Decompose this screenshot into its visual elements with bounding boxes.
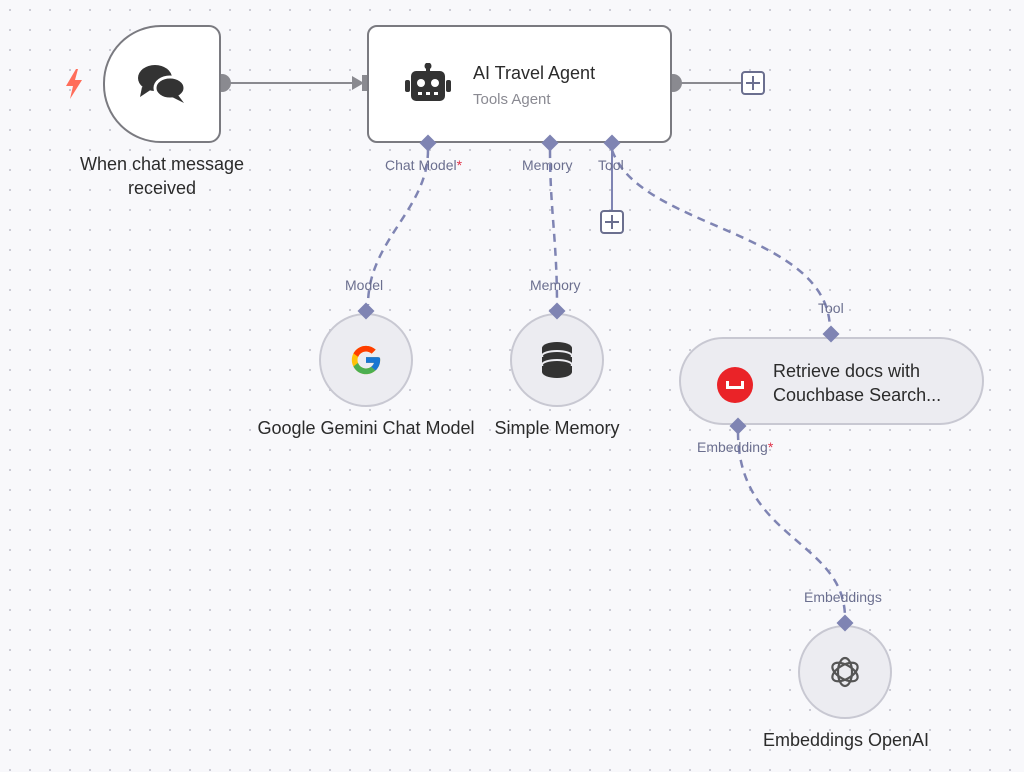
robot-icon <box>405 63 451 101</box>
gemini-model-port-label: Model <box>345 277 384 293</box>
openai-embeddings-port-label: Embeddings <box>804 589 882 605</box>
add-node-button[interactable] <box>741 71 765 95</box>
gemini-node-label: Google Gemini Chat Model <box>257 418 475 438</box>
ai-agent-node[interactable]: AI Travel Agent Tools Agent <box>367 25 672 143</box>
couchbase-tool-port-label: Tool <box>818 300 844 316</box>
memory-node-label: Simple Memory <box>494 418 620 438</box>
openai-node-label: Embeddings OpenAI <box>762 730 930 750</box>
agent-subtitle: Tools Agent <box>473 91 551 108</box>
couchbase-icon <box>717 367 753 403</box>
memory-connection <box>548 149 559 306</box>
embeddings-openai-node[interactable] <box>798 625 892 719</box>
agent-input-port <box>362 75 370 91</box>
memory-port-label: Memory <box>522 157 573 173</box>
couchbase-embedding-port-label: Embedding* <box>697 439 774 455</box>
model-connection <box>366 149 430 306</box>
database-icon <box>542 342 572 378</box>
connection-arrowhead <box>352 76 364 90</box>
couchbase-node-label: Retrieve docs with Couchbase Search... <box>773 361 942 405</box>
google-g-icon <box>351 345 381 375</box>
add-tool-button[interactable] <box>600 210 624 234</box>
memory-node-port-label: Memory <box>530 277 581 293</box>
plus-icon <box>746 76 760 90</box>
plus-icon <box>605 215 619 229</box>
tool-connection <box>610 149 832 331</box>
agent-title: AI Travel Agent <box>473 63 596 83</box>
gemini-chat-model-node[interactable] <box>319 313 413 407</box>
simple-memory-node[interactable] <box>510 313 604 407</box>
chat-model-port-label: Chat Model* <box>385 157 463 173</box>
chat-trigger-label: When chat message received <box>79 154 245 198</box>
trigger-bolt-icon <box>66 69 82 99</box>
couchbase-search-node[interactable]: Retrieve docs with Couchbase Search... <box>679 337 984 425</box>
chat-bubbles-icon <box>138 65 187 103</box>
chat-trigger-node[interactable] <box>103 25 221 143</box>
tool-port-label: Tool <box>598 157 624 173</box>
openai-icon <box>831 656 859 688</box>
